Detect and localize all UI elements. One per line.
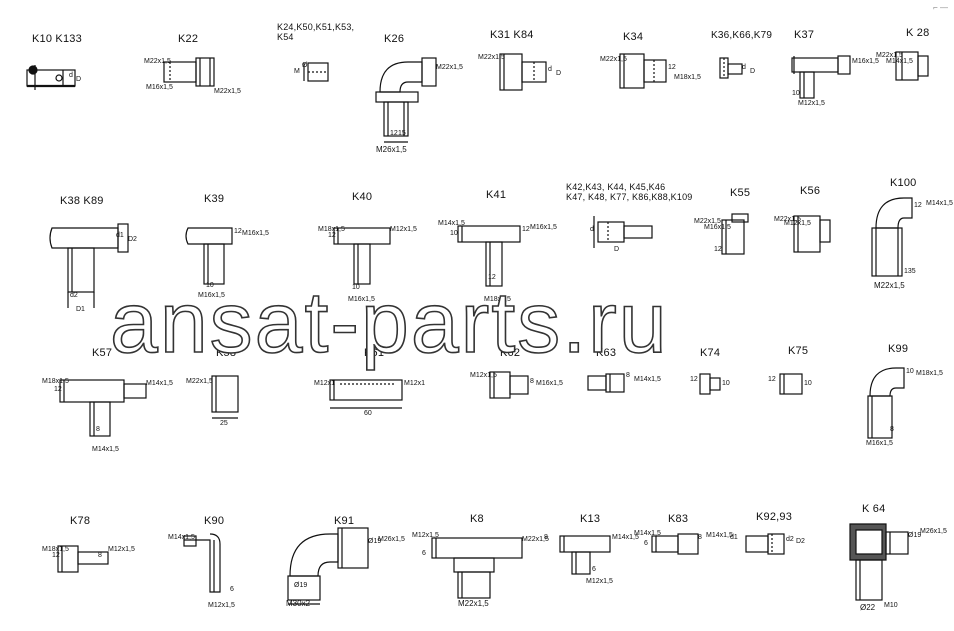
label-k37: K37 [794, 29, 815, 41]
fitting-k75-drawing: 12 10 [766, 366, 826, 402]
fitting-k31-drawing: M22x1,5 d D [478, 50, 568, 94]
fitting-k61-drawing: M12x1 M12x1 60 [314, 379, 426, 417]
fitting-k99-drawing: 10 M18x1,5 8 M16x1,5 [866, 367, 943, 447]
fitting-k26-drawing: M22x1,5 12 15 M26x1,5 [372, 54, 463, 156]
fitting-k36-drawing: d D [712, 54, 762, 84]
fitting-k91-drawing: Ø19 M26x1,5 Ø19 M30x2 [282, 524, 405, 610]
fitting-k63-drawing: 8 M14x1,5 [584, 366, 661, 402]
label-k34: K34 [623, 31, 644, 43]
fitting-k64-drawing: Ø19 M26x1,5 Ø22 M10 [842, 518, 947, 614]
label-k57: K57 [92, 347, 113, 359]
label-k78: K78 [70, 515, 91, 527]
fitting-k40-drawing: M18x1,5 12 M12x1,5 10 M16x1,5 [318, 226, 417, 303]
fitting-k56-drawing: M22x1,5 M12x1,5 [774, 206, 844, 266]
fitting-k37-drawing: M16x1,5 M12x1,5 10 [791, 55, 879, 107]
label-k100: K100 [890, 177, 917, 189]
fitting-k55-drawing: M22x1,5 M16x1,5 12 [694, 210, 774, 270]
fitting-k57-drawing: M18x1,5 12 M14x1,5 8 M14x1,5 [42, 378, 173, 453]
label-k56: K56 [800, 185, 821, 197]
label-k26: K26 [384, 33, 405, 45]
label-k83: K83 [668, 513, 689, 525]
fitting-k28-drawing: M22x1,5 M14x1,5 [874, 46, 944, 86]
fitting-k100-drawing: 12 M14x1,5 135 M22x1,5 [871, 197, 953, 290]
watermark-text: ansat-parts.ru [109, 275, 669, 371]
label-k41: K41 [486, 189, 507, 201]
label-k40: K40 [352, 191, 373, 203]
fitting-k22-drawing: M22x1,5 M16x1,5 M22x1,5 [144, 57, 241, 95]
fitting-k8-drawing: M12x1,5 6 M22x1,5 M22x1,5 [412, 532, 549, 608]
corner-mark: ⌐ — [933, 3, 948, 12]
label-k42: K42,K43, K44, K45,K46 K47, K48, K77, K86… [566, 182, 693, 203]
fitting-k39-drawing: 12 M16x1,5 10 M16x1,5 [180, 216, 269, 302]
label-k75: K75 [788, 345, 809, 357]
label-k38: K38 K89 [60, 195, 104, 207]
label-k91: K91 [334, 515, 355, 527]
label-k58: K58 [216, 347, 237, 359]
label-k90: K90 [204, 515, 225, 527]
fitting-k83-drawing: M14x1,5 6 8 M14x1,5 [634, 526, 733, 566]
label-k13: K13 [580, 513, 601, 525]
label-k74: K74 [700, 347, 721, 359]
label-k64: K 64 [862, 503, 886, 515]
fitting-k38-drawing: d1 D2 d2 D1 [44, 216, 144, 316]
fitting-k42-drawing: d D [588, 212, 668, 258]
fitting-k10-drawing: d D [25, 62, 81, 92]
label-k39: K39 [204, 193, 225, 205]
label-k10: K10 K133 [32, 33, 82, 45]
fitting-k58-drawing: M22x1,5 25 [186, 366, 256, 430]
label-k28: K 28 [906, 27, 930, 39]
fitting-k78-drawing: M18x1,5 12 8 M12x1,5 [42, 534, 135, 584]
fitting-k74-drawing: 12 10 [688, 366, 738, 402]
fitting-k13-drawing: 8 M14x1,5 6 M12x1,5 [544, 534, 639, 585]
fitting-k92-drawing: d1 d2 D2 [726, 526, 816, 566]
fitting-k41-drawing: M14x1,5 10 12 M16x1,5 12 M18x1,5 [438, 220, 557, 303]
label-k62: K62 [500, 347, 521, 359]
fitting-k62-drawing: M12x1,5 8 M16x1,5 [470, 366, 563, 406]
fitting-k24-drawing: M Ø [294, 58, 336, 88]
label-k92: K92,93 [756, 511, 793, 523]
label-k63: K63 [596, 347, 617, 359]
label-k8: K8 [470, 513, 484, 525]
label-k24: K24,K50,K51,K53, K54 [277, 22, 355, 43]
label-k61: K61 [364, 347, 385, 359]
label-k22: K22 [178, 33, 199, 45]
fitting-k90-drawing: M14x1,5 6 M12x1,5 [168, 533, 235, 609]
label-k31: K31 K84 [490, 29, 534, 41]
label-k36: K36,K66,K79 [711, 30, 773, 41]
label-k55: K55 [730, 187, 751, 199]
label-k99: K99 [888, 343, 909, 355]
fitting-k34-drawing: M22x1,5 12 M18x1,5 [598, 50, 701, 94]
